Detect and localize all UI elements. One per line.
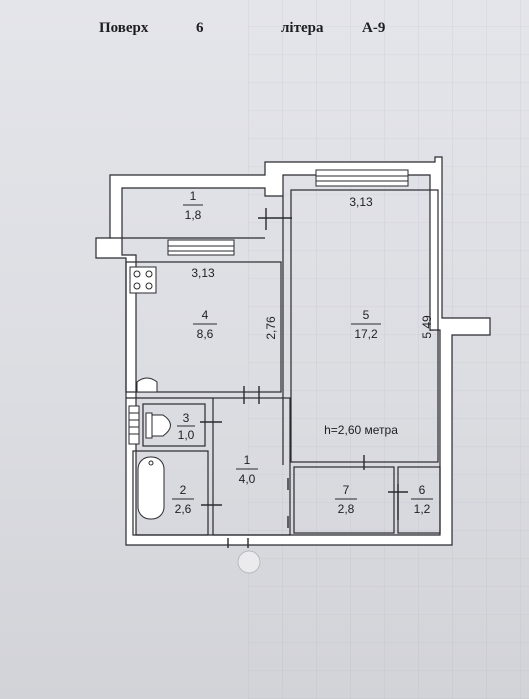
stove-icon xyxy=(129,266,157,294)
room-6-number: 6 xyxy=(419,483,426,497)
outer-walls xyxy=(95,156,491,546)
dimension-room4-width: 3,13 xyxy=(191,266,215,280)
room-1-number: 1 xyxy=(190,189,197,203)
room-3-number: 3 xyxy=(183,411,190,425)
room-corridor-outline xyxy=(212,397,291,536)
toilet-icon xyxy=(148,414,171,437)
letter-label: літера xyxy=(281,20,324,36)
room-4-area: 8,6 xyxy=(197,327,214,341)
ceiling-height: h=2,60 метра xyxy=(324,423,398,437)
dimension-room4-depth: 2,76 xyxy=(264,316,278,340)
room-7-number: 7 xyxy=(343,483,350,497)
dimension-room5-width: 3,13 xyxy=(349,195,373,209)
letter-value: А-9 xyxy=(362,20,386,36)
room-5-outline xyxy=(290,189,439,463)
toilet-tank-icon xyxy=(145,412,153,439)
stove-burner-icon xyxy=(145,282,153,290)
window-room4 xyxy=(167,239,235,256)
room-2-number: 2 xyxy=(180,483,187,497)
room-2-area: 2,6 xyxy=(175,502,192,516)
room-7-area: 2,8 xyxy=(338,502,355,516)
room-5-number: 5 xyxy=(363,308,370,322)
room-1-area: 1,8 xyxy=(185,208,202,222)
room-6-outline xyxy=(397,466,441,534)
room-3-area: 1,0 xyxy=(178,428,195,442)
dimension-room5-depth: 5,49 xyxy=(420,315,434,339)
room-6-area: 1,2 xyxy=(414,502,431,516)
bathtub-icon xyxy=(137,456,165,520)
room-4-outline xyxy=(125,261,282,393)
floor-label: Поверх xyxy=(99,20,149,36)
stove-burner-icon xyxy=(133,270,141,278)
faint-grid-background xyxy=(248,0,529,699)
window-room5 xyxy=(315,169,409,187)
radiator-icon xyxy=(128,405,140,445)
stove-burner-icon xyxy=(133,282,141,290)
sink-icon xyxy=(136,377,158,393)
bathtub-drain-icon xyxy=(148,460,154,466)
room-3-outline xyxy=(142,403,206,447)
floor-number: 6 xyxy=(196,20,204,36)
room-corridor-number: 1 xyxy=(244,453,251,467)
room-5-area: 17,2 xyxy=(354,327,378,341)
room-7-outline xyxy=(293,466,395,534)
room-corridor-area: 4,0 xyxy=(239,472,256,486)
punch-hole xyxy=(237,550,261,574)
room-2-outline xyxy=(132,450,209,536)
stove-burner-icon xyxy=(145,270,153,278)
room-4-number: 4 xyxy=(202,308,209,322)
